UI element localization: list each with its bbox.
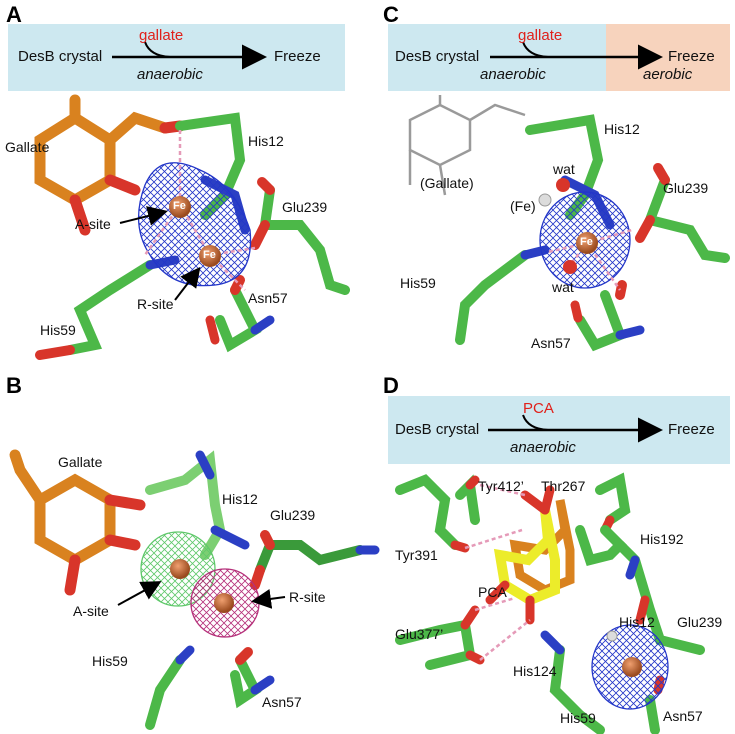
panel-a-label-his59: His59 bbox=[40, 322, 76, 338]
panel-a-scheme-condition: anaerobic bbox=[137, 66, 203, 83]
panel-d-atoms bbox=[606, 630, 642, 677]
panel-b-iron-atoms bbox=[170, 559, 234, 613]
panel-c-scheme-start: DesB crystal bbox=[395, 48, 480, 65]
panel-d-scheme-arrow bbox=[488, 414, 663, 443]
panel-b-site-arrows bbox=[117, 581, 286, 609]
panel-a-iron-atoms bbox=[169, 196, 221, 267]
panel-c-scheme-condition-2: aerobic bbox=[643, 66, 693, 83]
panel-c-gallate-lines bbox=[408, 95, 526, 196]
panel-c-label-wat-2: wat bbox=[552, 279, 574, 295]
panel-d-label-his12: His12 bbox=[619, 614, 655, 630]
panel-a-label-r-site: R-site bbox=[137, 296, 174, 312]
panel-c-letter: C bbox=[383, 2, 399, 27]
panel-d-label-his192: His192 bbox=[640, 531, 684, 547]
panel-a-scheme-end: Freeze bbox=[274, 48, 321, 65]
panel-d-label-thr267: Thr267 bbox=[541, 478, 586, 494]
panel-b-label-r-site: R-site bbox=[289, 589, 326, 605]
panel-c-label-his59: His59 bbox=[400, 275, 436, 291]
panel-d-scheme-start: DesB crystal bbox=[395, 421, 480, 438]
panel-c-scheme-reagent: gallate bbox=[518, 27, 563, 44]
panel-b-gallate-sticks bbox=[9, 449, 146, 596]
panel-b-protein-sticks bbox=[145, 450, 380, 730]
panel-c-label-his12: His12 bbox=[604, 121, 640, 137]
panel-a-label-fe-a: Fe bbox=[173, 200, 186, 212]
panel-d-protein-sticks bbox=[395, 472, 705, 734]
panel-b-letter: B bbox=[6, 373, 22, 398]
panel-d-label-glu239: Glu239 bbox=[677, 614, 723, 630]
panel-a-label-asn57: Asn57 bbox=[248, 290, 288, 306]
panel-a-label-glu239: Glu239 bbox=[282, 199, 328, 215]
panel-a-label-a-site: A-site bbox=[75, 216, 111, 232]
panel-d-scheme-condition: anaerobic bbox=[510, 439, 576, 456]
panel-c-scheme-end: Freeze bbox=[668, 48, 715, 65]
panel-d-label-pca: PCA bbox=[478, 584, 507, 600]
panel-a-label-fe-r: Fe bbox=[203, 249, 216, 261]
panel-d-label-glu377: Glu377’ bbox=[395, 626, 444, 642]
panel-c-atoms bbox=[538, 178, 598, 274]
panel-b-label-gallate: Gallate bbox=[58, 454, 103, 470]
panel-d-label-his59: His59 bbox=[560, 710, 596, 726]
panel-d-scheme-end: Freeze bbox=[668, 421, 715, 438]
panel-c-label-wat-1: wat bbox=[553, 161, 575, 177]
panel-b-label-glu239: Glu239 bbox=[270, 507, 316, 523]
panel-a-scheme-arrow bbox=[112, 41, 267, 70]
panel-d-label-asn57: Asn57 bbox=[663, 708, 703, 724]
panel-b-label-asn57: Asn57 bbox=[262, 694, 302, 710]
panel-c-scheme-condition-1: anaerobic bbox=[480, 66, 546, 83]
panel-d-label-tyr391: Tyr391 bbox=[395, 547, 438, 563]
panel-d-scheme-reagent: PCA bbox=[523, 400, 554, 417]
panel-a-label-gallate: Gallate bbox=[5, 139, 50, 155]
panel-d-hbonds bbox=[464, 483, 531, 661]
panel-c-label-asn57: Asn57 bbox=[531, 335, 571, 351]
panel-c-label-fe-paren: (Fe) bbox=[510, 198, 536, 214]
panel-b-label-a-site: A-site bbox=[73, 603, 109, 619]
panel-d-label-tyr412: Tyr412’ bbox=[478, 478, 524, 494]
panel-c-label-gallate: (Gallate) bbox=[420, 175, 474, 191]
panel-c-scheme-arrow bbox=[490, 41, 663, 70]
panel-a-scheme-start: DesB crystal bbox=[18, 48, 103, 65]
panel-a-site-arrows bbox=[119, 206, 201, 301]
panel-c-label-fe: Fe bbox=[580, 236, 593, 248]
panel-d-label-his124: His124 bbox=[513, 663, 557, 679]
panel-b-label-his12: His12 bbox=[222, 491, 258, 507]
panel-a-label-his12: His12 bbox=[248, 133, 284, 149]
panel-d-letter: D bbox=[383, 373, 399, 398]
panel-c-label-glu239: Glu239 bbox=[663, 180, 709, 196]
panel-d-pca-sticks bbox=[485, 485, 575, 625]
panel-a-letter: A bbox=[6, 2, 22, 27]
panel-a-scheme-reagent: gallate bbox=[139, 27, 184, 44]
panel-b-label-his59: His59 bbox=[92, 653, 128, 669]
